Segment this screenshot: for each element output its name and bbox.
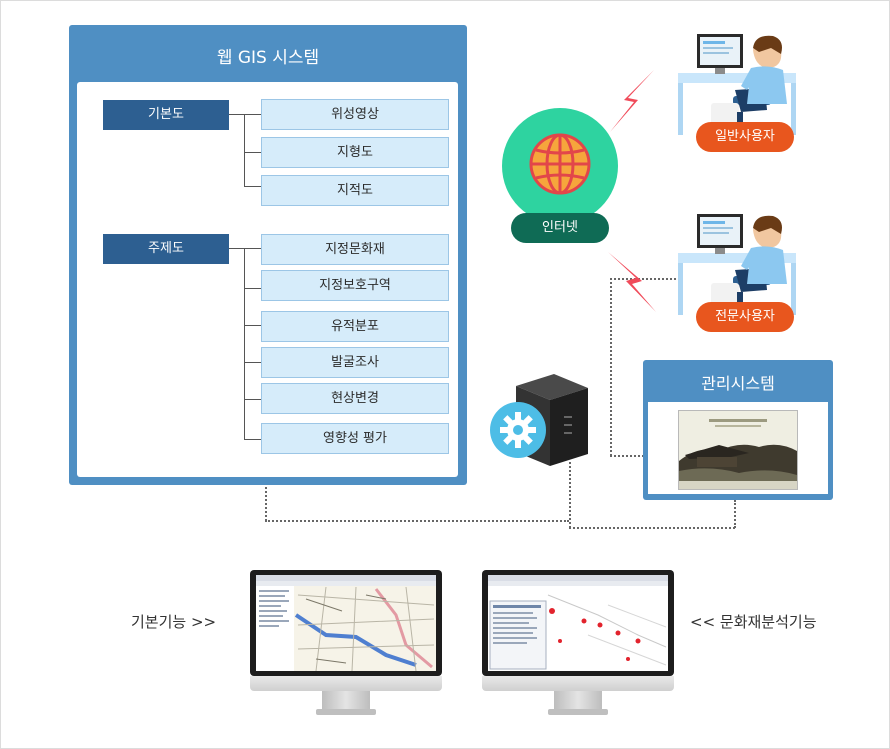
monitor-chin bbox=[250, 676, 442, 691]
gear-icon bbox=[500, 412, 536, 448]
category-thematic: 주제도 bbox=[103, 234, 229, 264]
tree-connector bbox=[244, 114, 261, 115]
tree-connector bbox=[244, 248, 245, 439]
monitor-stand bbox=[554, 691, 602, 710]
tree-connector bbox=[244, 362, 261, 363]
tree-connector bbox=[244, 399, 261, 400]
tree-connector bbox=[229, 114, 245, 115]
tree-connector bbox=[244, 248, 261, 249]
web-gis-title: 웹 GIS 시스템 bbox=[216, 48, 320, 68]
category-basemap: 기본도 bbox=[103, 100, 229, 130]
globe-icon bbox=[529, 133, 591, 195]
tree-connector bbox=[244, 186, 261, 187]
monitor-base bbox=[548, 709, 608, 715]
layer-item: 발굴조사 bbox=[261, 347, 449, 378]
user-workstation-icon bbox=[678, 214, 796, 316]
layer-item: 지정문화재 bbox=[261, 234, 449, 265]
network-connector bbox=[734, 500, 736, 528]
expert-user-badge: 전문사용자 bbox=[696, 302, 794, 332]
basic-map-screen bbox=[256, 575, 436, 671]
layer-item: 지형도 bbox=[261, 137, 449, 168]
monitor-chin bbox=[482, 676, 674, 691]
management-system-title: 관리시스템 bbox=[701, 374, 775, 393]
general-user-badge: 일반사용자 bbox=[696, 122, 794, 152]
management-system-panel: 관리시스템 bbox=[643, 360, 833, 500]
tree-connector bbox=[244, 288, 261, 289]
lightning-icon bbox=[608, 252, 656, 312]
network-connector bbox=[610, 278, 680, 280]
basic-function-label: 기본기능 >> bbox=[131, 613, 217, 631]
layer-item: 지정보호구역 bbox=[261, 270, 449, 301]
network-connector bbox=[265, 487, 267, 521]
analysis-function-label: << 문화재분석기능 bbox=[690, 613, 817, 631]
tree-connector bbox=[244, 325, 261, 326]
analysis-function-monitor bbox=[482, 570, 674, 718]
layer-item: 현상변경 bbox=[261, 383, 449, 414]
internet-label: 인터넷 bbox=[511, 213, 609, 243]
layer-item: 위성영상 bbox=[261, 99, 449, 130]
layer-tree: 기본도 위성영상 지형도 지적도 주제도 지정문화재 지정보호구역 유적분포 발… bbox=[77, 82, 458, 477]
network-connector bbox=[610, 455, 644, 457]
map-screenshot-image bbox=[256, 575, 436, 671]
monitor-base bbox=[316, 709, 376, 715]
layer-item: 지적도 bbox=[261, 175, 449, 206]
layer-item: 유적분포 bbox=[261, 311, 449, 342]
lightning-icon bbox=[610, 70, 654, 132]
tree-connector bbox=[229, 248, 245, 249]
server-icon bbox=[490, 374, 588, 466]
tree-connector bbox=[244, 114, 245, 186]
heritage-photo-image bbox=[679, 411, 797, 489]
network-connector bbox=[569, 462, 571, 528]
tree-connector bbox=[244, 152, 261, 153]
tree-connector bbox=[244, 439, 261, 440]
monitor-stand bbox=[322, 691, 370, 710]
basic-function-monitor bbox=[250, 570, 442, 718]
network-connector bbox=[569, 527, 735, 529]
layer-item: 영향성 평가 bbox=[261, 423, 449, 454]
network-connector bbox=[610, 278, 612, 456]
web-gis-panel: 웹 GIS 시스템 기본도 위성영상 지형도 지적도 주제도 지정문화재 지정보… bbox=[69, 25, 467, 485]
management-system-body bbox=[648, 402, 828, 494]
analysis-map-screen bbox=[488, 575, 668, 671]
network-connector bbox=[265, 520, 569, 522]
management-screenshot bbox=[678, 410, 798, 490]
analysis-screenshot-image bbox=[488, 575, 668, 671]
internet-node bbox=[502, 108, 618, 224]
